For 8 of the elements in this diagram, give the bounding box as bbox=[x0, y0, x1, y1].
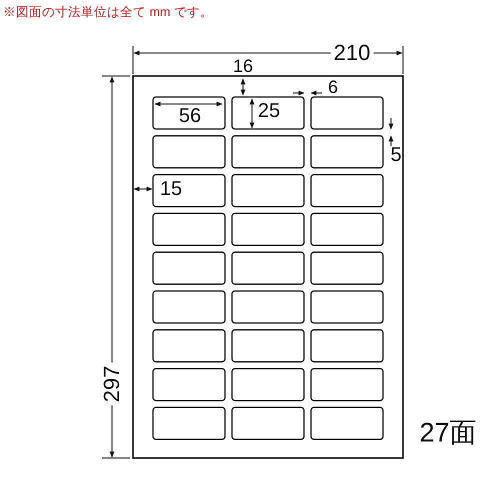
dimension-label: 6 bbox=[328, 78, 338, 96]
label-count-text: 27面 bbox=[419, 420, 477, 446]
note-text: ※図面の寸法単位は全て mm です。 bbox=[3, 6, 213, 18]
dimension-label: 16 bbox=[232, 57, 254, 75]
dimension-label: 25 bbox=[258, 101, 280, 121]
dimension-label: 56 bbox=[178, 106, 202, 126]
dimension-label: 5 bbox=[390, 145, 402, 165]
dimension-label: 15 bbox=[160, 179, 182, 199]
